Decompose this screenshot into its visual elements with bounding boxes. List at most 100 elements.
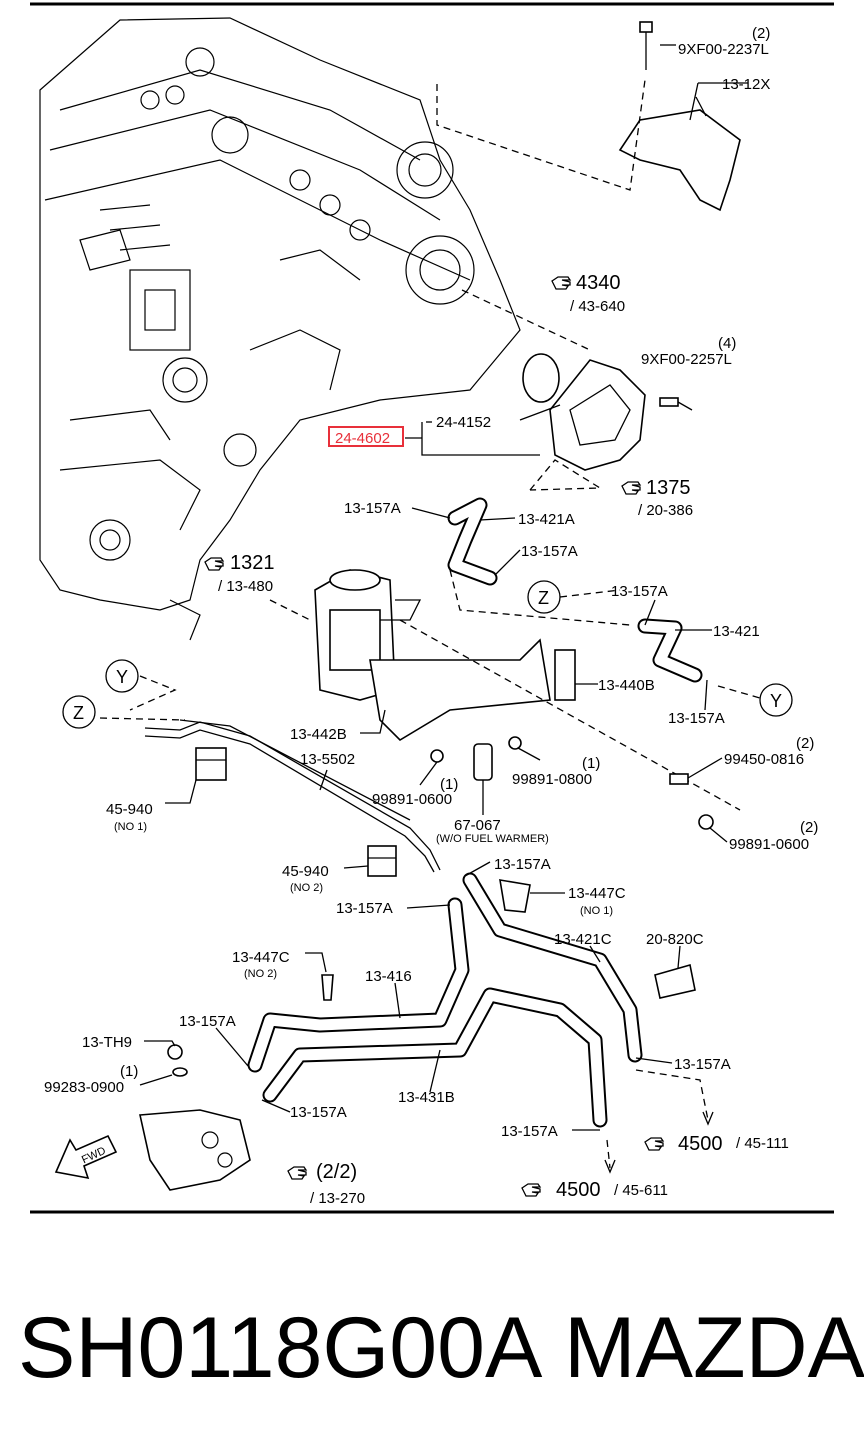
fuel-filter-assembly <box>314 569 576 742</box>
y-upper-circle <box>759 683 793 717</box>
part-13-447c-a: 13-447C <box>568 885 626 902</box>
part-24-4602: 24-4602 <box>335 430 390 447</box>
ref-2-2-sub: / 13-270 <box>310 1190 365 1207</box>
qty-2-top: (2) <box>752 25 770 42</box>
ref-4500a-hand-icon <box>644 1137 664 1151</box>
qty-4: (4) <box>718 335 736 352</box>
part-13-447c-b-note: (NO 2) <box>244 968 277 980</box>
ref-4340: 4340 <box>576 272 621 294</box>
z-left-circle <box>62 695 96 729</box>
part-9xf00-2237l: 9XF00-2237L <box>678 41 769 58</box>
y-upper-label: Y <box>770 691 782 711</box>
ref-4500b-hand-icon <box>521 1183 541 1197</box>
qty-2b: (2) <box>796 735 814 752</box>
ref-4500b-sub: / 45-611 <box>614 1182 668 1199</box>
ref-4340-sub: / 43-640 <box>570 298 625 315</box>
part-13-157a-3: 13-157A <box>611 583 668 600</box>
part-13-157a-9: 13-157A <box>290 1104 347 1121</box>
fasteners <box>430 736 714 830</box>
brand-caption: MAZDA <box>564 1300 864 1396</box>
z-left-label: Z <box>73 703 84 723</box>
part-13-157a-1: 13-157A <box>344 500 401 517</box>
arrow-4500a <box>702 1111 714 1126</box>
part-number-caption: SH0118G00A <box>18 1300 543 1396</box>
dash-bracket-link <box>436 79 646 191</box>
ref-1321-hand-icon <box>204 557 224 571</box>
ref-4500a: 4500 <box>678 1133 723 1155</box>
ref-4500b: 4500 <box>556 1179 601 1201</box>
part-13-th9: 13-TH9 <box>82 1034 132 1051</box>
hose-13-416 <box>247 897 470 1073</box>
clamp-20-820c <box>654 963 696 999</box>
part-13-157a-8: 13-157A <box>674 1056 731 1073</box>
highlight-box <box>328 426 404 447</box>
part-24-4152: 24-4152 <box>436 414 491 431</box>
dash-filter-ref <box>269 599 311 621</box>
ref-22-hand-icon <box>287 1166 307 1180</box>
part-99891-0800: 99891-0800 <box>512 771 592 788</box>
dash-z-left <box>99 717 186 721</box>
dash-y-left <box>129 675 177 711</box>
y-left-label: Y <box>116 667 128 687</box>
clip-13-447c-no1 <box>499 879 531 913</box>
check-valve-67-067 <box>473 743 493 815</box>
arrow-4500b <box>604 1159 616 1174</box>
part-13-416: 13-416 <box>365 968 412 985</box>
part-99891-0600a: 99891-0600 <box>372 791 452 808</box>
part-13-440b: 13-440B <box>598 677 655 694</box>
part-13-157a-5: 13-157A <box>494 856 551 873</box>
dash-z-upper <box>559 589 621 598</box>
part-45-940b: 45-940 <box>282 863 329 880</box>
ref-1321-sub: / 13-480 <box>218 578 273 595</box>
leader-lines <box>139 96 728 1131</box>
dash-filter-z <box>449 569 631 626</box>
dash-4500b <box>606 1139 611 1169</box>
bracket-13-12x <box>618 21 748 212</box>
part-45-940a-note: (NO 1) <box>114 821 147 833</box>
part-13-421c: 13-421C <box>554 931 612 948</box>
part-67-067-note: (W/O FUEL WARMER) <box>436 833 549 845</box>
clip-45-940-no2 <box>367 845 397 877</box>
forward-arrow-icon: FWD <box>54 1134 118 1180</box>
part-13-5502: 13-5502 <box>300 751 355 768</box>
part-45-940a: 45-940 <box>106 801 153 818</box>
part-13-12x: 13-12X <box>722 76 770 93</box>
hose-13-421c <box>462 872 643 1063</box>
engine-block-illustration <box>39 17 521 641</box>
clip-45-940-no1 <box>195 747 227 781</box>
z-upper-label: Z <box>538 588 549 608</box>
part-13-421a: 13-421A <box>518 511 575 528</box>
dash-y-upper <box>717 685 761 699</box>
clip-13-447c-no2 <box>321 974 334 1001</box>
part-13-157a-4: 13-157A <box>668 710 725 727</box>
dash-pump-ref <box>529 459 603 491</box>
qty-1c: (1) <box>120 1063 138 1080</box>
part-20-820c: 20-820C <box>646 931 704 948</box>
part-13-157a-10: 13-157A <box>501 1123 558 1140</box>
part-13-157a-7: 13-157A <box>179 1013 236 1030</box>
dash-4500a <box>635 1069 709 1121</box>
ref-1375-hand-icon <box>621 481 641 495</box>
qty-1a: (1) <box>582 755 600 772</box>
hose-13-421 <box>637 618 703 683</box>
part-13-447c-b: 13-447C <box>232 949 290 966</box>
part-45-940b-note: (NO 2) <box>290 882 323 894</box>
part-99891-0600b: 99891-0600 <box>729 836 809 853</box>
part-13-157a-6: 13-157A <box>336 900 393 917</box>
hose-13-421a <box>447 497 498 586</box>
ref-2-2: (2/2) <box>316 1161 357 1183</box>
part-13-431b: 13-431B <box>398 1089 455 1106</box>
qty-1b: (1) <box>440 776 458 793</box>
ref-4500a-sub: / 45-111 <box>736 1135 789 1152</box>
qty-2c: (2) <box>800 819 818 836</box>
ref-1321: 1321 <box>230 552 275 574</box>
part-9xf00-2257l: 9XF00-2257L <box>641 351 732 368</box>
part-13-157a-2: 13-157A <box>521 543 578 560</box>
part-99450-0816: 99450-0816 <box>724 751 804 768</box>
ref-4340-hand-icon <box>551 276 571 290</box>
hose-13-431b <box>262 987 608 1128</box>
part-13-447c-a-note: (NO 1) <box>580 905 613 917</box>
vacuum-pump <box>522 353 693 471</box>
part-99283-0900: 99283-0900 <box>44 1079 124 1096</box>
